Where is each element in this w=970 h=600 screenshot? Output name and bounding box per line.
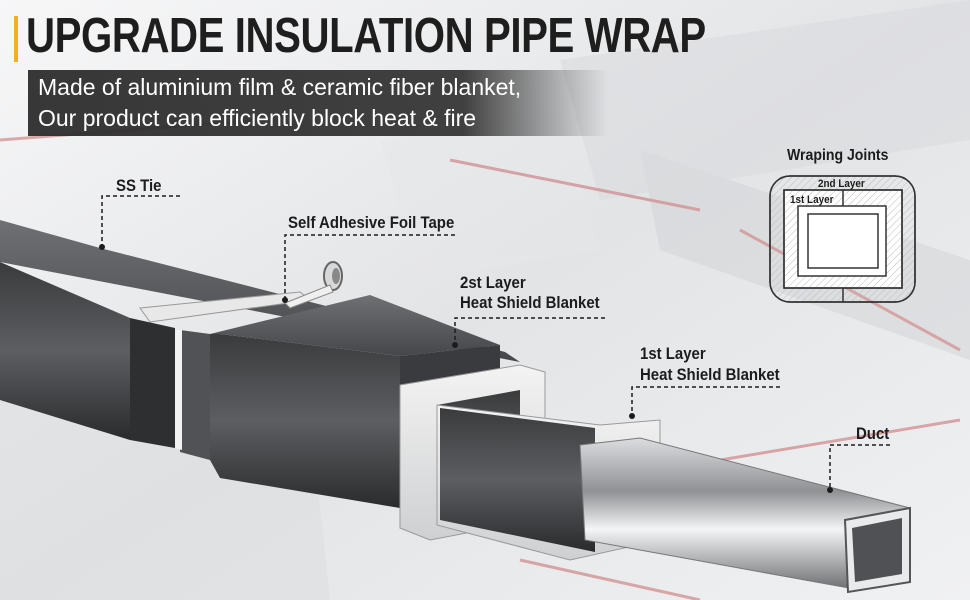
label-duct: Duct	[856, 424, 890, 443]
title-accent-bar	[14, 16, 18, 62]
label-layer-1-line-2: Heat Shield Blanket	[640, 365, 780, 384]
subtitle-line-2: Our product can efficiently block heat &…	[38, 105, 477, 131]
joint-diagram-title: Wraping Joints	[787, 147, 889, 164]
leader-lines	[101, 195, 890, 490]
label-foil-tape: Self Adhesive Foil Tape	[288, 213, 455, 232]
page-title: UPGRADE INSULATION PIPE WRAP	[26, 9, 706, 63]
wrapping-joints-diagram	[769, 175, 916, 303]
joint-label-layer-1: 1st Layer	[790, 194, 834, 206]
subtitle-line-1: Made of aluminium film & ceramic fiber b…	[38, 74, 522, 100]
label-layer-2-line-2: Heat Shield Blanket	[460, 293, 600, 312]
tape-roll	[284, 261, 343, 309]
label-layer-2-line-1: 2st Layer	[460, 273, 526, 292]
subtitle-banner: Made of aluminium film & ceramic fiber b…	[28, 70, 608, 136]
label-layer-1-line-1: 1st Layer	[640, 344, 706, 363]
steel-duct	[579, 437, 911, 594]
label-ss-tie: SS Tie	[116, 176, 162, 195]
joint-label-layer-2: 2nd Layer	[818, 178, 865, 190]
